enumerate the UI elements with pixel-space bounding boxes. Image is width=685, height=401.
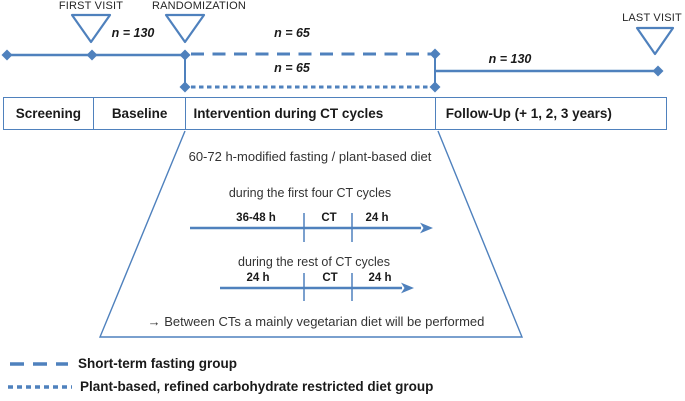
rest-cycles-caption: during the rest of CT cycles — [238, 255, 390, 269]
first-visit-label: FIRST VISIT — [58, 0, 124, 12]
legend-label-plant-group: Plant-based, refined carbohydrate restri… — [80, 379, 434, 394]
last-visit-label: LAST VISIT — [622, 12, 682, 24]
first-cycles-segment-post: 24 h — [365, 212, 389, 224]
timeline-diamond-randomization — [179, 49, 191, 61]
first-cycles-segment-fasting: 36-48 h — [236, 212, 276, 224]
n-plant-arm-label: n = 65 — [274, 61, 310, 75]
first-visit-triangle-icon — [70, 13, 112, 44]
randomization-label: RANDOMIZATION — [151, 0, 247, 12]
rest-cycles-segment-post: 24 h — [368, 272, 392, 284]
intervention-detail-title: 60-72 h-modified fasting / plant-based d… — [188, 149, 432, 164]
first-cycles-segment-ct: CT — [321, 212, 337, 224]
timeline-diamond-plant-arm-end — [429, 81, 441, 93]
rest-cycles-segment-fasting: 24 h — [246, 272, 270, 284]
intervention-detail-funnel — [98, 130, 524, 338]
timeline-diamond-plant-arm-start — [179, 81, 191, 93]
timeline-diamond-last-visit — [652, 65, 664, 77]
rest-cycles-arrowhead — [401, 282, 414, 294]
n-followup-label: n = 130 — [488, 52, 532, 66]
phase-cell-followup: Follow-Up (+ 1, 2, 3 years) — [434, 98, 666, 129]
study-phase-table: Screening Baseline Intervention during C… — [3, 97, 667, 130]
first-cycles-caption: during the first four CT cycles — [228, 186, 392, 200]
phase-cell-intervention: Intervention during CT cycles — [185, 98, 434, 129]
phase-cell-baseline: Baseline — [92, 98, 186, 129]
phase-cell-screening: Screening — [15, 106, 81, 121]
timeline-diamond-fasting-arm-end — [429, 48, 441, 60]
timeline-diamond-start — [1, 49, 13, 61]
last-visit-triangle-icon — [635, 26, 675, 56]
first-cycles-arrowhead — [420, 222, 433, 234]
randomization-triangle-icon — [164, 13, 206, 44]
rest-cycles-segment-ct: CT — [322, 272, 338, 284]
timeline-diamond-first-visit — [86, 49, 98, 61]
n-fasting-arm-label: n = 65 — [274, 26, 310, 40]
legend-label-fasting-group: Short-term fasting group — [78, 356, 237, 371]
n-enrolled-label: n = 130 — [111, 26, 155, 40]
between-cts-note: → Between CTs a mainly vegetarian diet w… — [147, 314, 485, 329]
